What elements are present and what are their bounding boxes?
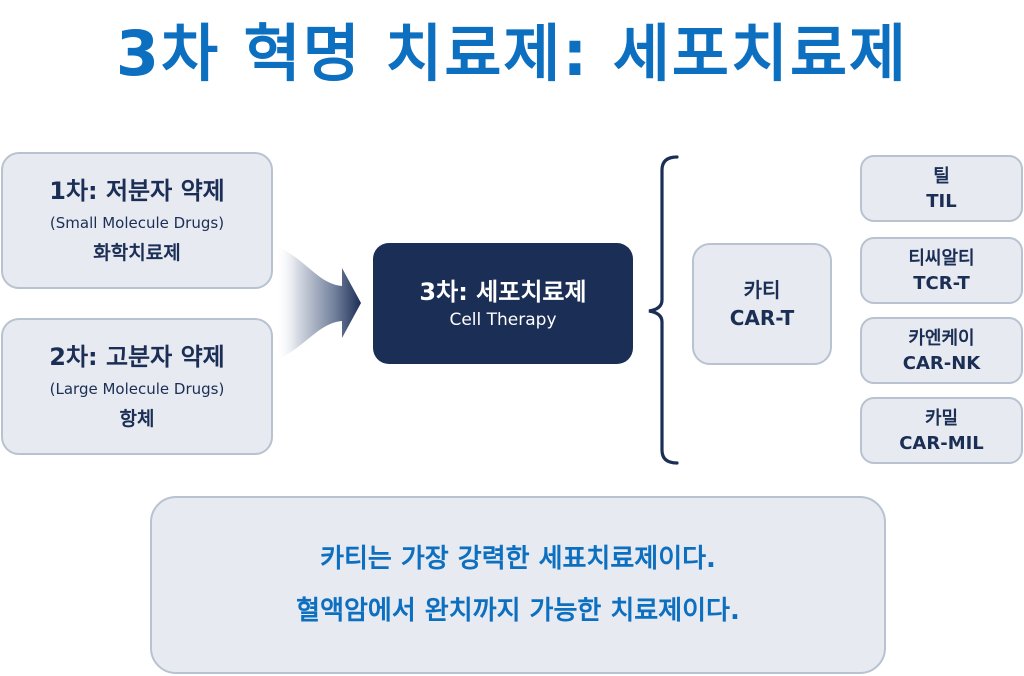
til-korean: 틸 — [933, 165, 950, 187]
car-t-box: 카티 CAR-T — [692, 243, 832, 365]
convergence-arrow-icon — [276, 246, 361, 360]
second-generation-subtitle: (Large Molecule Drugs) — [49, 379, 225, 398]
tcr-t-korean: 티씨알티 — [908, 247, 975, 269]
second-generation-box: 2차: 고분자 약제 (Large Molecule Drugs) 항체 — [1, 318, 273, 455]
summary-line-1: 카티는 가장 강력한 세표치료제이다. — [320, 544, 716, 574]
summary-box: 카티는 가장 강력한 세표치료제이다. 혈액암에서 완치까지 가능한 치료제이다… — [150, 496, 886, 674]
summary-line-2: 혈액암에서 완치까지 가능한 치료제이다. — [296, 596, 740, 626]
car-t-korean: 카티 — [743, 278, 781, 302]
car-t-english: CAR-T — [729, 306, 795, 330]
car-mil-english: CAR-MIL — [899, 432, 984, 454]
first-generation-subtitle: (Small Molecule Drugs) — [49, 213, 225, 232]
cell-therapy-subtitle: Cell Therapy — [449, 309, 557, 330]
tcr-t-english: TCR-T — [913, 272, 970, 294]
car-mil-box: 카밀 CAR-MIL — [860, 397, 1023, 464]
car-mil-korean: 카밀 — [924, 407, 959, 429]
grouping-bracket-icon — [648, 155, 679, 465]
tcr-t-box: 티씨알티 TCR-T — [860, 237, 1023, 304]
first-generation-box: 1차: 저분자 약제 (Small Molecule Drugs) 화학치료제 — [1, 152, 273, 289]
car-nk-korean: 카엔케이 — [908, 327, 975, 349]
second-generation-korean: 항체 — [119, 407, 155, 430]
first-generation-title: 1차: 저분자 약제 — [49, 176, 225, 205]
til-english: TIL — [926, 190, 957, 212]
car-nk-english: CAR-NK — [902, 352, 981, 374]
til-box: 틸 TIL — [860, 155, 1023, 222]
car-nk-box: 카엔케이 CAR-NK — [860, 317, 1023, 384]
first-generation-korean: 화학치료제 — [93, 241, 181, 264]
cell-therapy-box: 3차: 세포치료제 Cell Therapy — [373, 243, 633, 364]
cell-therapy-title: 3차: 세포치료제 — [419, 277, 587, 306]
page-title: 3차 혁명 치료제: 세포치료제 — [115, 17, 909, 90]
second-generation-title: 2차: 고분자 약제 — [49, 342, 225, 371]
